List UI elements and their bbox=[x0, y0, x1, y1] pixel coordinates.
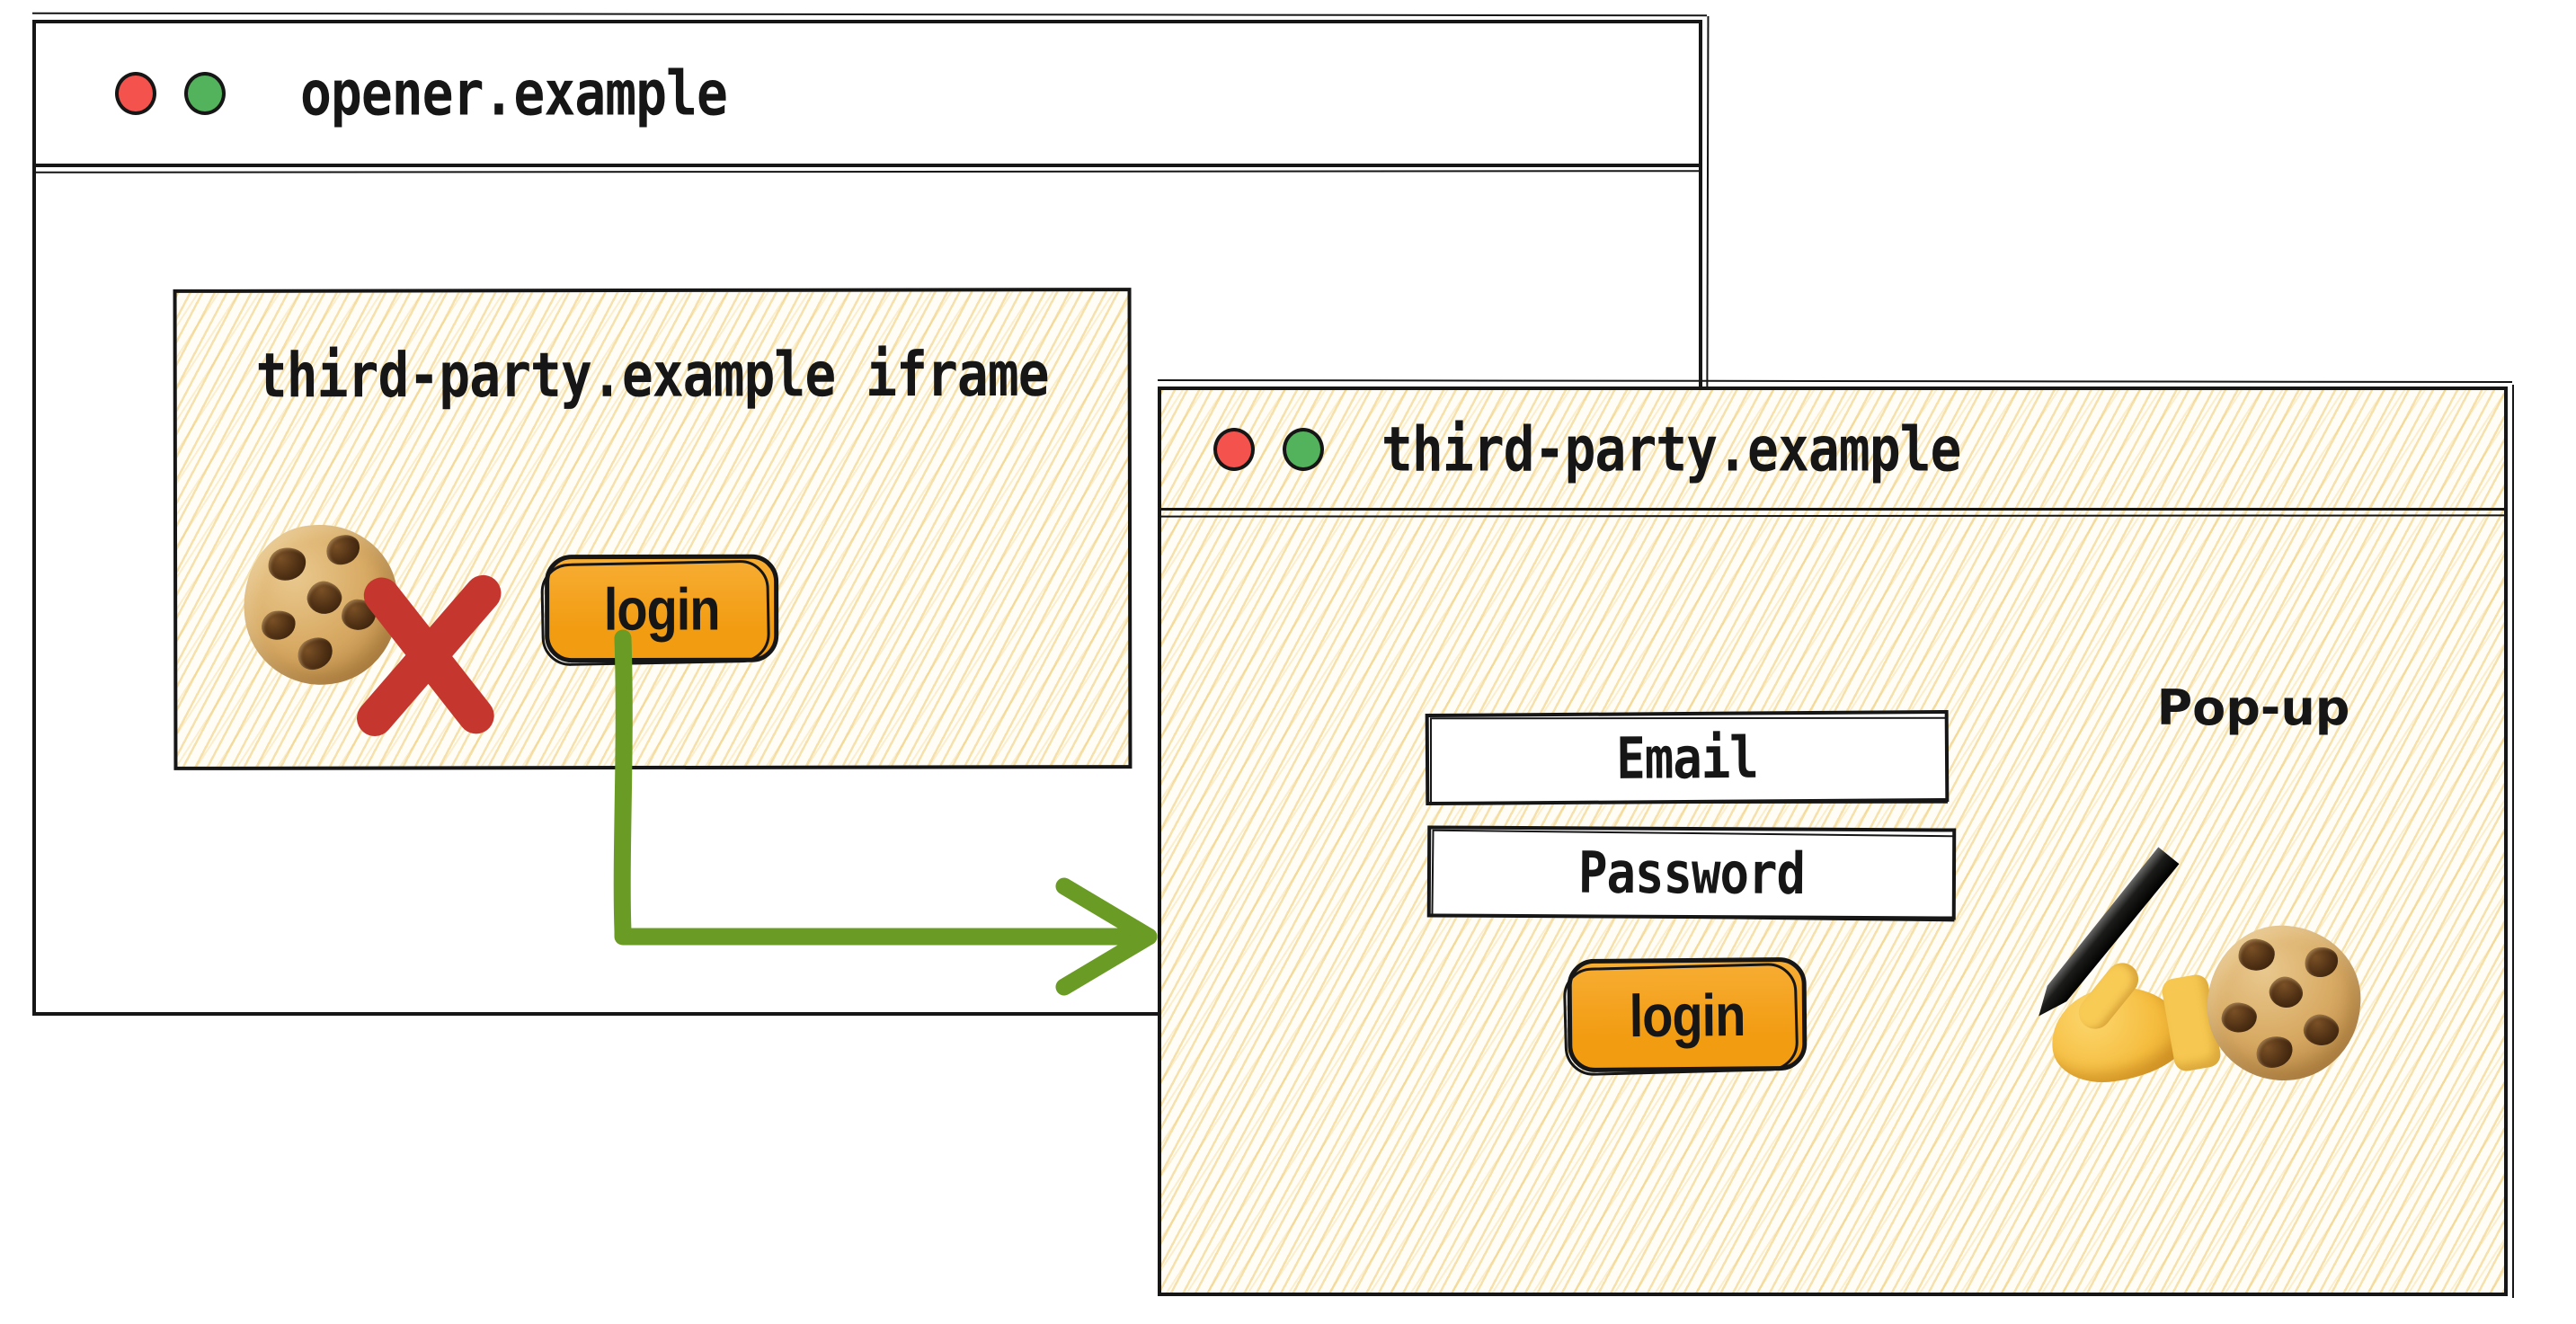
opener-titlebar: opener.example bbox=[36, 23, 1699, 167]
chocolate-chip bbox=[2264, 971, 2308, 1014]
popup-minimize-button[interactable] bbox=[1283, 427, 1324, 471]
popup-close-button[interactable] bbox=[1213, 427, 1255, 471]
popup-window: third-party.example Pop-up Email Passwor… bbox=[1158, 385, 2514, 1298]
popup-login-button[interactable]: login bbox=[1567, 956, 1808, 1073]
chocolate-chip bbox=[2303, 944, 2341, 980]
opener-close-button[interactable] bbox=[115, 72, 156, 115]
blocked-cookie-icon bbox=[233, 514, 509, 744]
email-field[interactable]: Email bbox=[1425, 709, 1950, 806]
iframe-label: third-party.example iframe bbox=[255, 338, 1049, 412]
opener-window-title: opener.example bbox=[300, 57, 728, 130]
chocolate-chip bbox=[2300, 1011, 2342, 1050]
chocolate-chip bbox=[2237, 937, 2277, 972]
password-field[interactable]: Password bbox=[1426, 825, 1957, 920]
popup-annotation-label: Pop-up bbox=[2156, 680, 2350, 736]
chocolate-chip bbox=[260, 609, 298, 643]
popup-window-title: third-party.example bbox=[1381, 413, 1961, 485]
iframe-login-button[interactable]: login bbox=[545, 554, 779, 663]
popup-titlebar: third-party.example bbox=[1161, 390, 2504, 511]
third-party-iframe: third-party.example iframe login bbox=[173, 288, 1133, 770]
chocolate-chip bbox=[2220, 1001, 2258, 1035]
red-cross-icon bbox=[327, 554, 531, 758]
chocolate-chip bbox=[2252, 1032, 2296, 1072]
opener-minimize-button[interactable] bbox=[184, 72, 226, 115]
chocolate-chip bbox=[266, 546, 308, 583]
